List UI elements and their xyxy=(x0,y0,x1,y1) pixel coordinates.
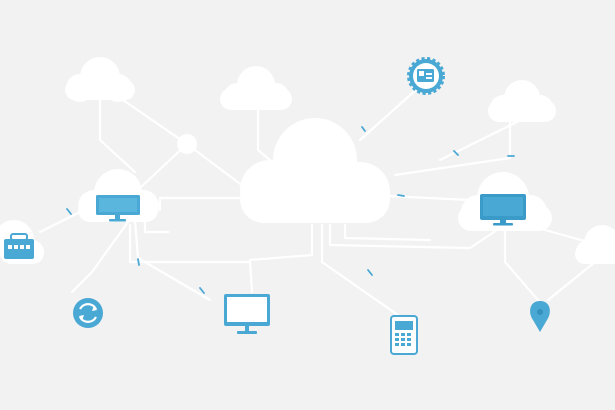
signal-dash xyxy=(137,258,140,266)
briefcase-icon xyxy=(4,233,34,259)
hub-node xyxy=(177,134,197,154)
monitor-icon xyxy=(96,195,140,222)
connector-line xyxy=(438,116,527,162)
signal-dash xyxy=(361,126,366,132)
connector-line xyxy=(320,223,407,322)
far-right-cloud xyxy=(575,225,615,264)
connector-line xyxy=(158,196,247,212)
connector-line xyxy=(386,194,472,202)
connector-line xyxy=(358,86,420,142)
connector-line xyxy=(393,116,512,177)
connector-line xyxy=(133,218,212,302)
signal-dash xyxy=(199,287,205,294)
connector-line xyxy=(543,228,590,244)
connector-line xyxy=(70,220,130,294)
signal-dash xyxy=(367,269,373,276)
signal-dashes xyxy=(66,126,515,294)
top-left-cloud xyxy=(65,57,135,102)
signal-dash xyxy=(397,194,405,197)
monitor-icon xyxy=(480,194,526,226)
signal-dash xyxy=(453,150,459,156)
connector-line xyxy=(256,106,274,164)
connector-line xyxy=(248,223,314,262)
connector-line xyxy=(503,226,540,302)
connector-line xyxy=(138,142,189,190)
connector-line xyxy=(328,223,502,250)
connector-line xyxy=(546,260,597,302)
gear-icon xyxy=(407,57,445,95)
signal-dash xyxy=(66,208,72,215)
monitor-icon xyxy=(224,294,270,334)
connector-line xyxy=(118,96,189,146)
top-middle-cloud xyxy=(220,66,292,110)
sync-icon xyxy=(73,298,103,328)
connector-line xyxy=(128,223,254,294)
connector-line xyxy=(98,96,137,174)
connector-lines xyxy=(38,86,597,322)
central-cloud xyxy=(240,118,390,223)
connector-line xyxy=(38,210,82,234)
right-cloud xyxy=(488,80,556,122)
location-pin-icon xyxy=(530,301,550,332)
tablet-icon xyxy=(390,315,418,355)
connector-line xyxy=(343,223,432,242)
